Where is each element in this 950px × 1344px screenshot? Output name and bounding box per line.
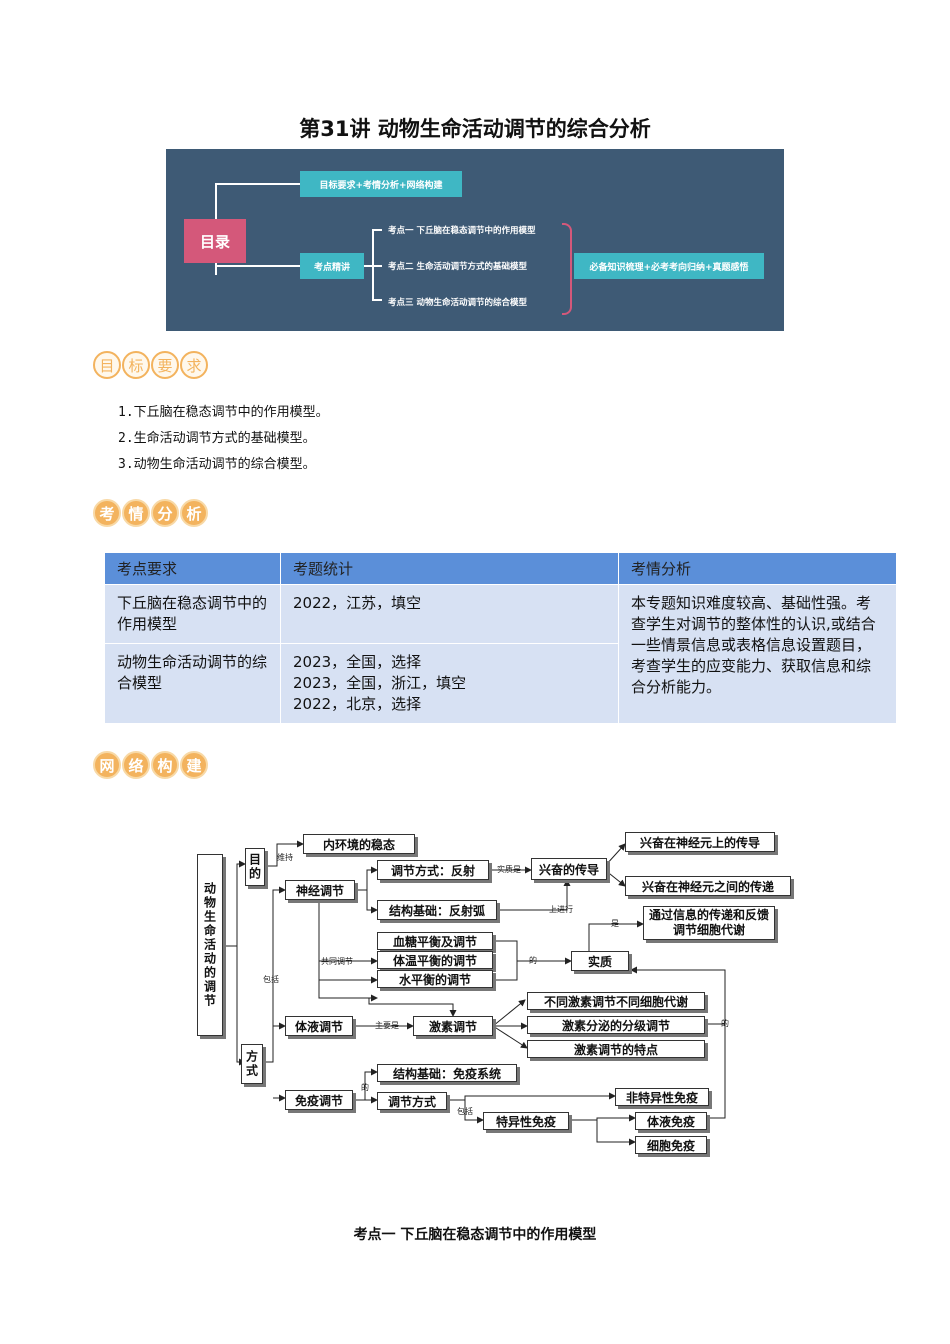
table-header: 考题统计: [280, 552, 619, 585]
stat-line: 2022，北京，选择: [293, 695, 422, 713]
map-label: 实质是: [497, 865, 521, 874]
stat-line: 2023，全国，选择: [293, 653, 422, 671]
concept-map: 动物生命活动的调节 目的 方式 内环境的稳态 神经调节 体液调节 免疫调节 调节…: [197, 826, 791, 1162]
map-excitation: 兴奋的传导: [531, 858, 607, 880]
badge-char: 目: [93, 351, 121, 379]
map-root: 动物生命活动的调节: [197, 854, 223, 1036]
map-imm-base: 结构基础：免疫系统: [377, 1064, 517, 1082]
map-reflex-mode: 调节方式：反射: [377, 860, 489, 880]
badge-char: 标: [122, 351, 150, 379]
section-heading: 考点一 下丘脑在稳态调节中的作用模型: [353, 1227, 597, 1243]
map-info: 通过信息的传递和反馈调节细胞代谢: [643, 906, 775, 940]
toc-banner: 目录 目标要求+考情分析+网络构建 考点精讲 考点一 下丘脑在稳态调节中的作用模…: [166, 149, 784, 331]
table-cell: 动物生命活动调节的综合模型: [104, 643, 281, 724]
map-label: 是: [611, 919, 619, 928]
map-immune: 免疫调节: [285, 1090, 353, 1110]
map-h2: 激素分泌的分级调节: [527, 1016, 705, 1034]
goals-list: 1.下丘脑在稳态调节中的作用模型。 2.生命活动调节方式的基础模型。 3.动物生…: [118, 400, 329, 478]
map-reflex-arc: 结构基础：反射弧: [377, 900, 497, 920]
map-h3: 激素调节的特点: [527, 1040, 705, 1058]
goal-item: 3.动物生命活动调节的综合模型。: [118, 457, 316, 472]
table-cell: 下丘脑在稳态调节中的作用模型: [104, 584, 281, 644]
map-hormone: 激素调节: [413, 1016, 493, 1036]
badge-char: 网: [93, 751, 121, 779]
badge-char: 析: [180, 499, 208, 527]
map-cell-imm: 细胞免疫: [635, 1136, 707, 1154]
toc-mid-item[interactable]: 考点精讲: [300, 253, 364, 279]
map-label: 共同调节: [321, 957, 353, 966]
goal-item: 2.生命活动调节方式的基础模型。: [118, 431, 316, 446]
map-connectors: [225, 840, 726, 1146]
page-title: 第31讲 动物生命活动调节的综合分析: [299, 117, 651, 141]
goals-badge: 目 标 要 求: [93, 351, 208, 379]
map-on-neuron: 兴奋在神经元上的传导: [625, 832, 775, 852]
map-temp: 体温平衡的调节: [377, 951, 493, 969]
map-label: 的: [721, 1019, 729, 1028]
badge-char: 构: [151, 751, 179, 779]
toc-root: 目录: [184, 219, 246, 263]
badge-char: 情: [122, 499, 150, 527]
table-header: 考情分析: [618, 552, 897, 585]
map-method: 方式: [241, 1044, 263, 1084]
map-sugar: 血糖平衡及调节: [377, 932, 493, 950]
map-essence: 实质: [571, 951, 629, 971]
goal-item: 1.下丘脑在稳态调节中的作用模型。: [118, 405, 329, 420]
map-label: 包括: [263, 975, 279, 984]
map-homeostasis: 内环境的稳态: [303, 834, 415, 854]
table-row: 动物生命活动调节的综合模型 2023，全国，选择 2023，全国，浙江，填空 2…: [104, 643, 897, 724]
toc-point-3[interactable]: 考点三 动物生命活动调节的综合模型: [388, 298, 527, 308]
toc-right-item[interactable]: 必备知识梳理+必考考向归纳+真题感悟: [574, 253, 764, 279]
map-neural: 神经调节: [285, 880, 355, 900]
analysis-badge: 考 情 分 析: [93, 499, 208, 527]
analysis-table: 考点要求 考题统计 考情分析 下丘脑在稳态调节中的作用模型 2022，江苏，填空…: [104, 552, 897, 724]
map-label: 维持: [277, 853, 293, 862]
badge-char: 求: [180, 351, 208, 379]
badge-char: 要: [151, 351, 179, 379]
table-cell: 2022，江苏，填空: [280, 584, 619, 644]
stat-line: 2023，全国，浙江，填空: [293, 674, 467, 692]
network-badge: 网 络 构 建: [93, 751, 208, 779]
toc-point-2[interactable]: 考点二 生命活动调节方式的基础模型: [388, 262, 527, 272]
map-purpose: 目的: [245, 848, 265, 886]
map-label: 的: [529, 956, 537, 965]
badge-char: 考: [93, 499, 121, 527]
toc-top-item[interactable]: 目标要求+考情分析+网络构建: [300, 171, 462, 197]
map-spec: 特异性免疫: [483, 1112, 569, 1130]
map-humoral: 体液调节: [285, 1016, 353, 1036]
toc-point-1[interactable]: 考点一 下丘脑在稳态调节中的作用模型: [388, 226, 536, 236]
badge-char: 分: [151, 499, 179, 527]
badge-char: 络: [122, 751, 150, 779]
map-humoral-imm: 体液免疫: [635, 1112, 707, 1130]
map-between-neuron: 兴奋在神经元之间的传递: [625, 876, 791, 896]
map-label: 主要是: [375, 1021, 399, 1030]
table-row: 下丘脑在稳态调节中的作用模型 2022，江苏，填空 本专题知识难度较高、基础性强…: [104, 584, 897, 724]
map-nonspec: 非特异性免疫: [615, 1088, 709, 1106]
map-h1: 不同激素调节不同细胞代谢: [527, 992, 705, 1010]
table-header: 考点要求: [104, 552, 281, 585]
map-imm-mode: 调节方式: [377, 1092, 447, 1110]
map-label: 的: [361, 1083, 369, 1092]
map-label: 包括: [457, 1107, 473, 1116]
table-cell: 2023，全国，选择 2023，全国，浙江，填空 2022，北京，选择: [280, 643, 619, 724]
map-label: 上进行: [549, 905, 573, 914]
table-cell-analysis: 本专题知识难度较高、基础性强。考查学生对调节的整体性的认识,或结合一些情景信息或…: [618, 584, 897, 724]
badge-char: 建: [180, 751, 208, 779]
map-water: 水平衡的调节: [377, 970, 493, 988]
